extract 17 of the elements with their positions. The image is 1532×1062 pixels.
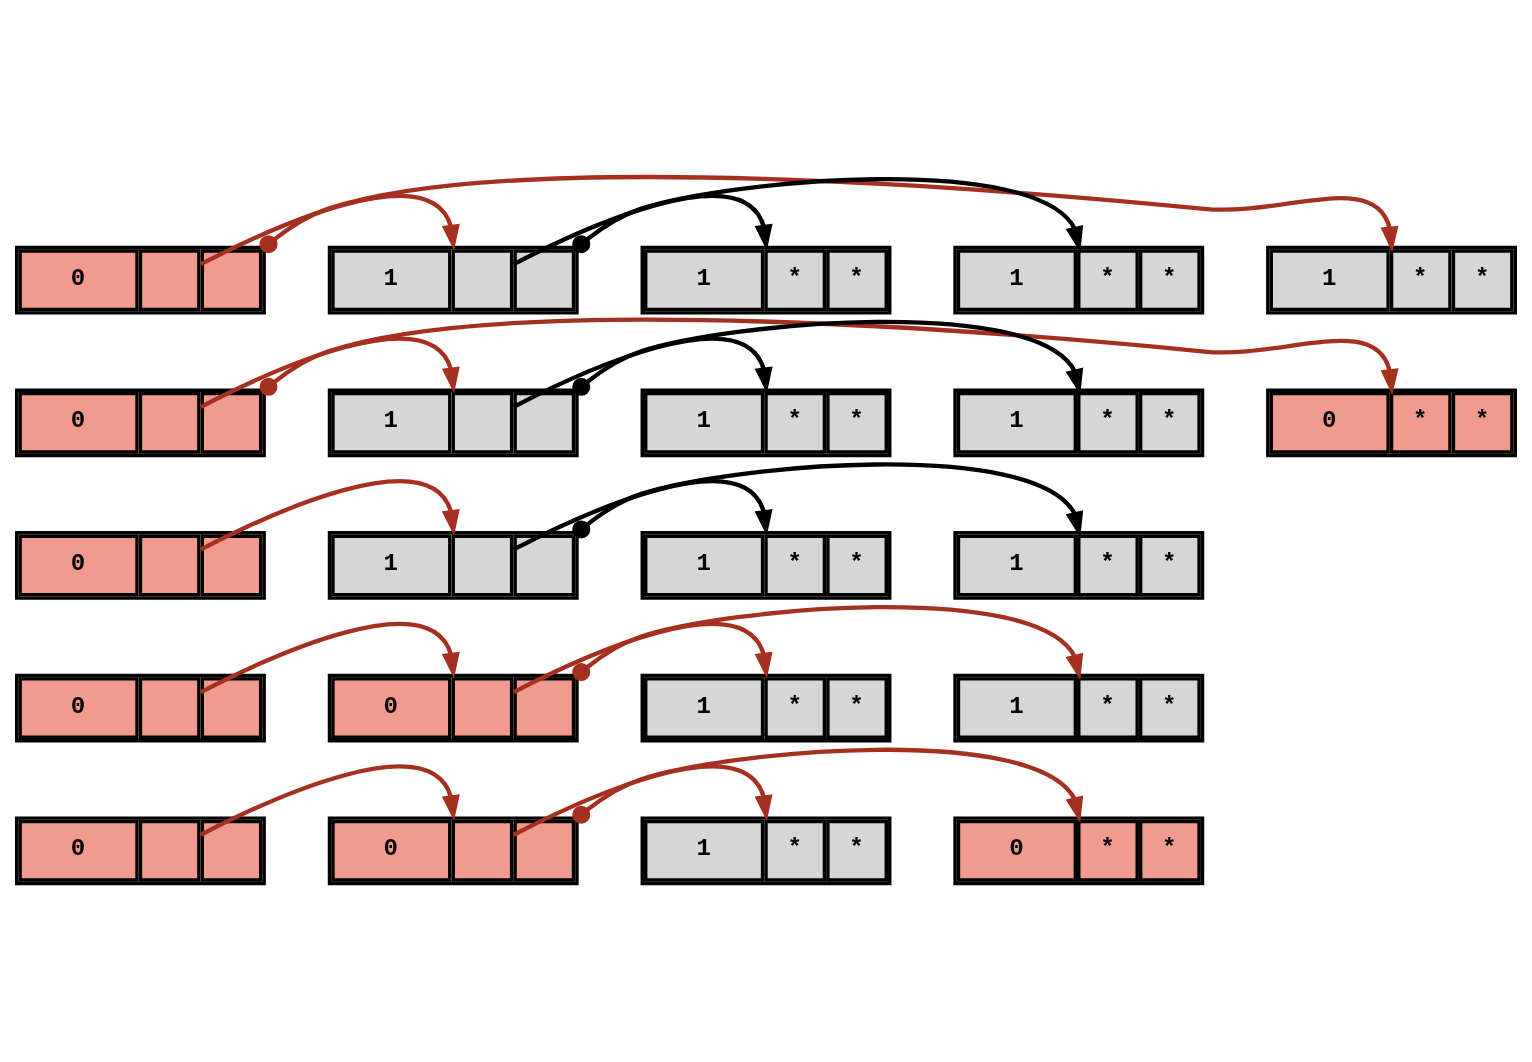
arrow [200, 194, 460, 267]
arrow [572, 462, 1084, 539]
arrow [512, 336, 773, 409]
arrow [572, 747, 1084, 824]
arrow [512, 622, 773, 694]
arrow [259, 317, 1399, 396]
arrow [572, 319, 1084, 396]
arrow [200, 764, 460, 837]
arrow [200, 622, 460, 694]
arrow [512, 479, 773, 552]
arrow [200, 479, 460, 552]
arrow [572, 605, 1084, 682]
arrow [512, 764, 773, 837]
arrow [200, 336, 460, 409]
arrow [259, 175, 1399, 254]
arrow [572, 177, 1084, 254]
arrow [512, 194, 773, 267]
